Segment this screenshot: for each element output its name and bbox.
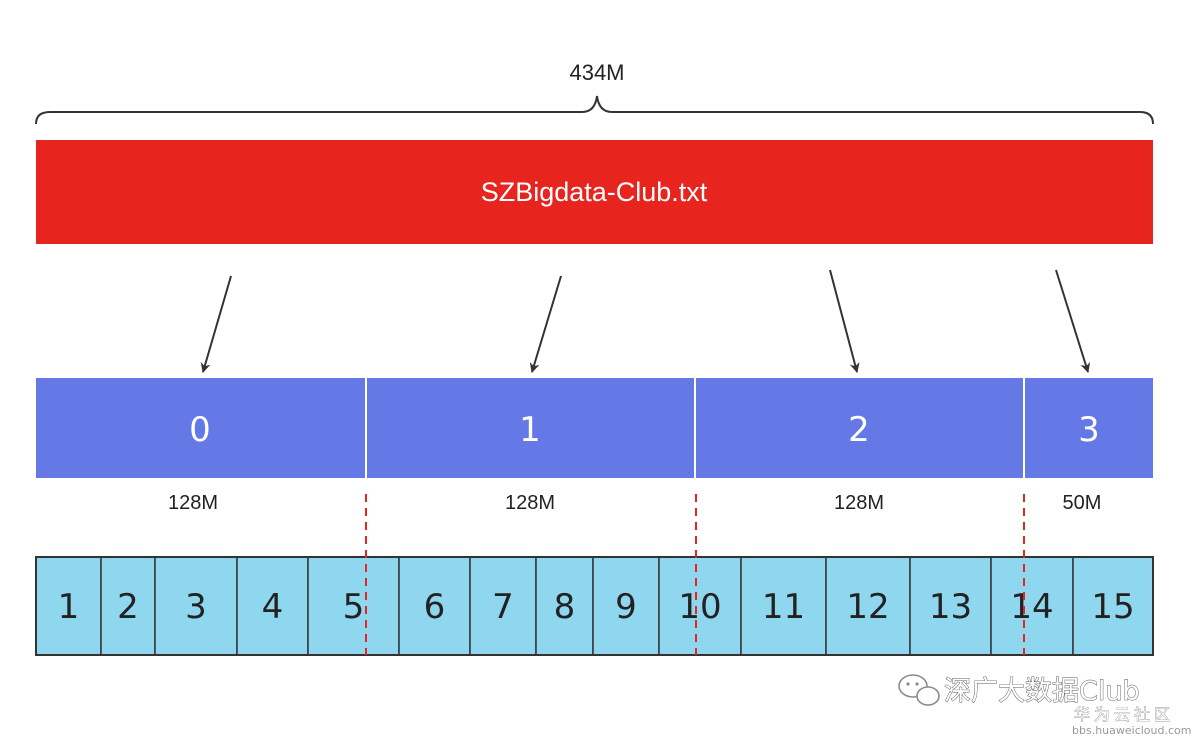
block-3-label: 3 bbox=[1078, 410, 1100, 450]
record-cell-rect bbox=[658, 556, 742, 656]
record-cell-14: 14 bbox=[990, 556, 1074, 656]
block-row: 0 128M 1 128M 2 128M 3 50M bbox=[36, 378, 1153, 514]
record-cell-1: 1 bbox=[35, 556, 102, 656]
block-2-rect bbox=[696, 378, 1023, 478]
record-cell-rect bbox=[740, 556, 827, 656]
file-to-block-arrows bbox=[200, 269, 1091, 373]
record-cell-rect bbox=[909, 556, 992, 656]
record-row-border bbox=[35, 556, 1154, 656]
record-cell-rect bbox=[990, 556, 1074, 656]
block-0-rect bbox=[36, 378, 365, 478]
record-cell-13: 13 bbox=[909, 556, 992, 656]
wechat-icon bbox=[898, 674, 940, 706]
record-cell-5: 5 bbox=[307, 556, 400, 656]
block-0-label: 0 bbox=[189, 410, 211, 450]
record-cell-label: 7 bbox=[492, 587, 514, 627]
record-cell-rect bbox=[825, 556, 911, 656]
block-3-size-label: 50M bbox=[1063, 492, 1102, 514]
block-0: 0 128M bbox=[36, 378, 365, 514]
block-2: 2 128M bbox=[696, 378, 1023, 514]
block-0-size-label: 128M bbox=[168, 492, 218, 514]
record-cell-2: 2 bbox=[100, 556, 156, 656]
watermark: 深广大数据Club 华为云社区 bbs.huaweicloud.com bbox=[898, 674, 1191, 737]
record-cell-15: 15 bbox=[1072, 556, 1154, 656]
record-cell-label: 4 bbox=[262, 587, 284, 627]
block-1-label: 1 bbox=[519, 410, 541, 450]
record-cell-rect bbox=[535, 556, 594, 656]
record-cell-label: 10 bbox=[678, 587, 721, 627]
record-cell-rect bbox=[1072, 556, 1154, 656]
record-cell-7: 7 bbox=[469, 556, 537, 656]
record-cell-8: 8 bbox=[535, 556, 594, 656]
record-cell-rect bbox=[236, 556, 309, 656]
watermark-title: 深广大数据Club bbox=[944, 676, 1140, 707]
record-cell-rect bbox=[154, 556, 238, 656]
total-size-label: 434M bbox=[569, 60, 624, 85]
record-cell-label: 6 bbox=[424, 587, 446, 627]
record-cell-9: 9 bbox=[592, 556, 660, 656]
arrow-to-block-3 bbox=[1055, 269, 1091, 373]
record-cell-4: 4 bbox=[236, 556, 309, 656]
record-cell-10: 10 bbox=[658, 556, 742, 656]
record-cell-label: 11 bbox=[762, 587, 805, 627]
block-3: 3 50M bbox=[1025, 378, 1153, 514]
block-2-size-label: 128M bbox=[834, 492, 884, 514]
record-cell-label: 12 bbox=[846, 587, 889, 627]
arrow-to-block-1 bbox=[529, 275, 562, 373]
record-cell-11: 11 bbox=[740, 556, 827, 656]
record-cell-label: 1 bbox=[58, 587, 80, 627]
record-cell-6: 6 bbox=[398, 556, 471, 656]
file-name-label: SZBigdata-Club.txt bbox=[481, 177, 708, 207]
record-cell-label: 5 bbox=[343, 587, 365, 627]
record-cell-label: 3 bbox=[185, 587, 207, 627]
record-cell-3: 3 bbox=[154, 556, 238, 656]
file-bar bbox=[36, 140, 1153, 244]
record-cell-label: 13 bbox=[929, 587, 972, 627]
record-cell-12: 12 bbox=[825, 556, 911, 656]
watermark-subtitle: 华为云社区 bbox=[1074, 705, 1174, 724]
record-cell-label: 14 bbox=[1010, 587, 1053, 627]
block-1-rect bbox=[367, 378, 694, 478]
block-2-label: 2 bbox=[848, 410, 870, 450]
record-cell-label: 9 bbox=[615, 587, 637, 627]
record-cell-rect bbox=[592, 556, 660, 656]
watermark-url: bbs.huaweicloud.com bbox=[1072, 724, 1191, 737]
arrow-to-block-2 bbox=[829, 269, 860, 373]
arrow-to-block-0 bbox=[200, 275, 232, 373]
block-3-rect bbox=[1025, 378, 1153, 478]
block-1-size-label: 128M bbox=[505, 492, 555, 514]
record-cell-label: 2 bbox=[117, 587, 139, 627]
record-cell-label: 8 bbox=[554, 587, 576, 627]
record-cell-label: 15 bbox=[1091, 587, 1134, 627]
block-1: 1 128M bbox=[367, 378, 694, 514]
total-size-brace bbox=[35, 95, 1154, 125]
